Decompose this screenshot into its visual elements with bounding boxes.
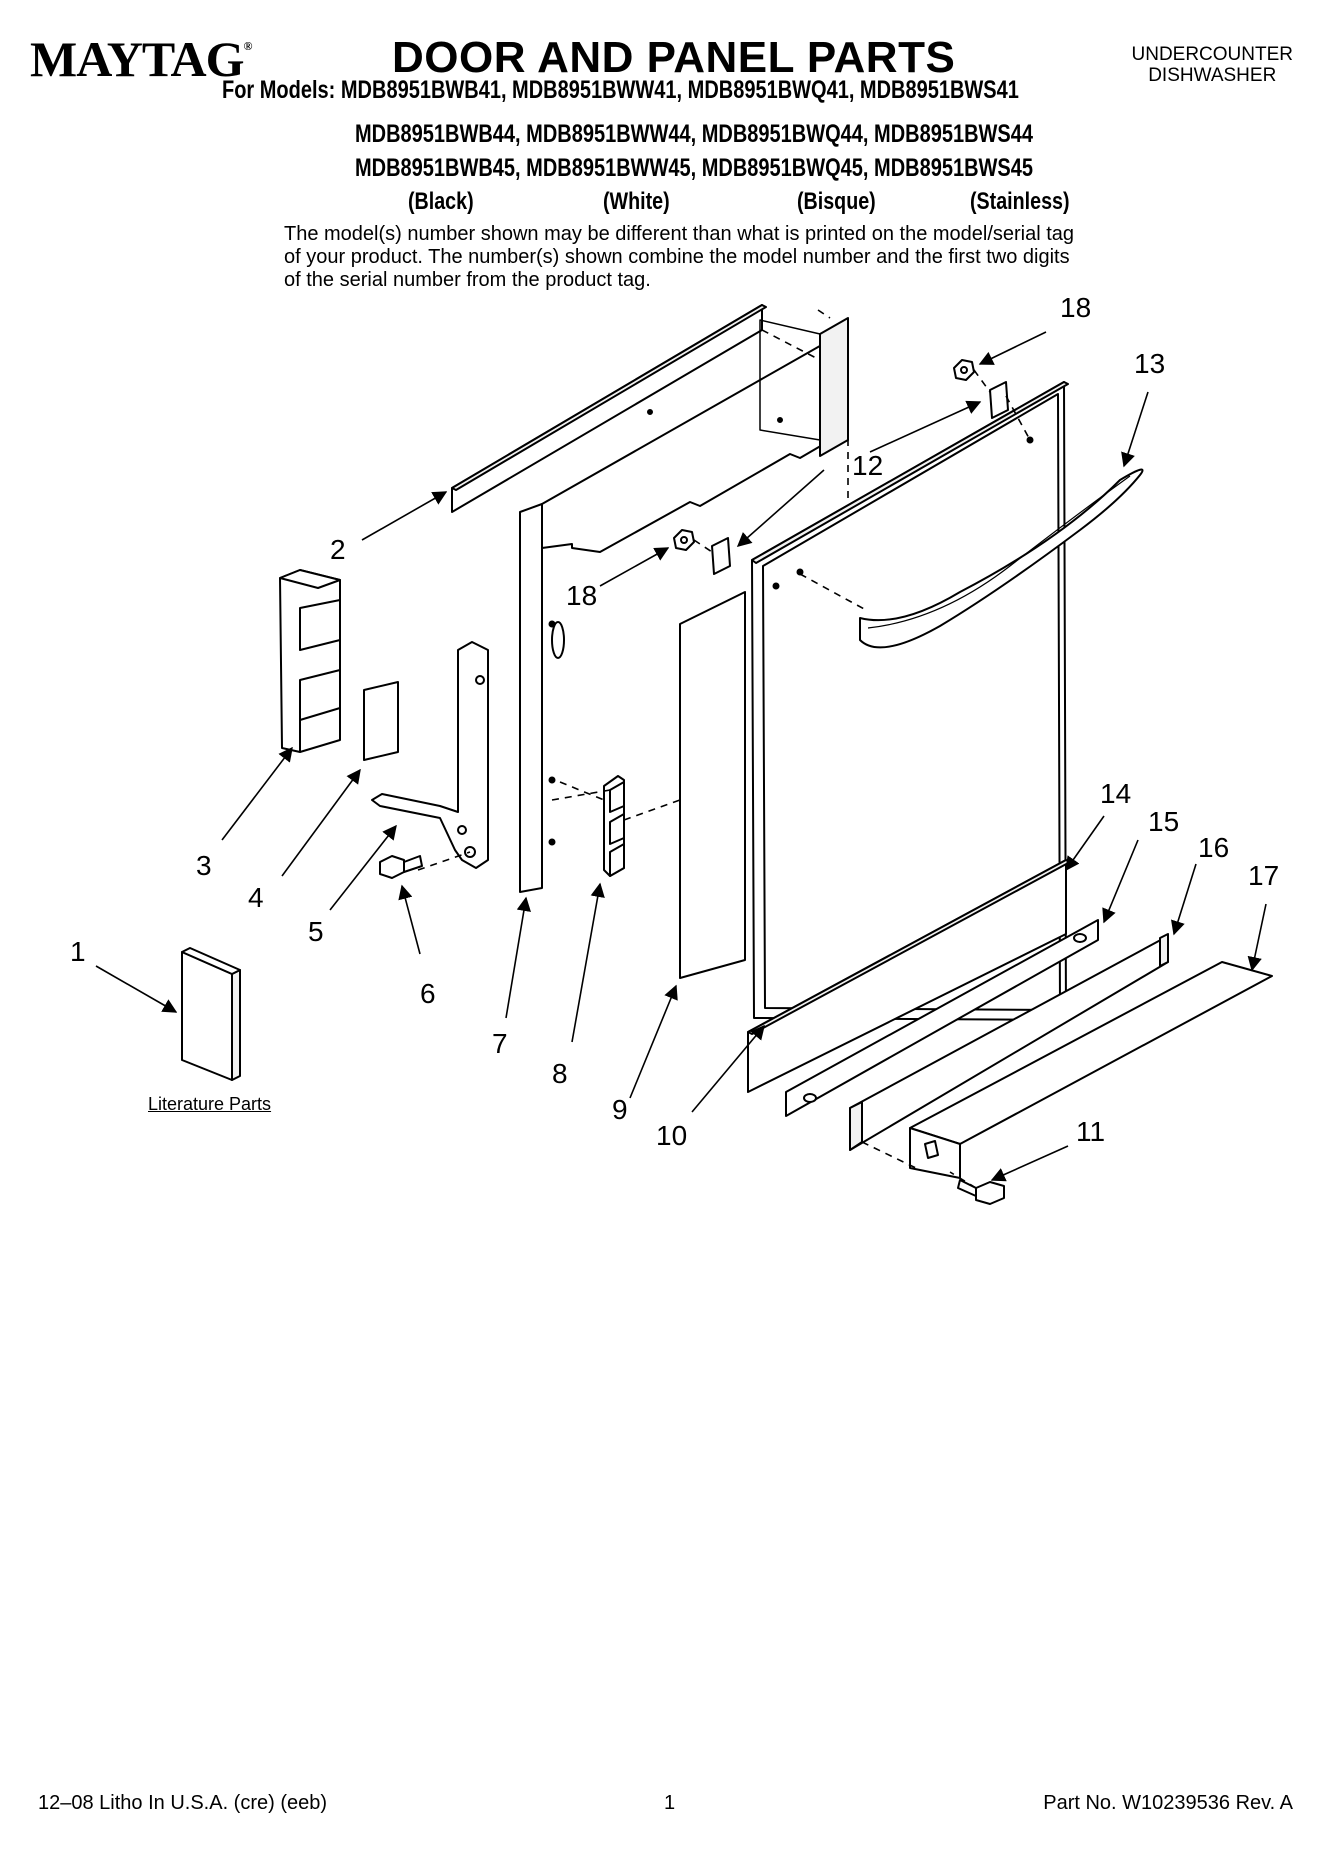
part-4-pad: [363, 681, 399, 761]
part-11-screw: [957, 1179, 1005, 1205]
callout-9: 9: [612, 1094, 628, 1125]
callout-11: 11: [1076, 1116, 1106, 1147]
product-line-2: DISHWASHER: [1148, 65, 1277, 86]
callout-14: 14: [1100, 778, 1132, 809]
brand-logo: MAYTAG®: [30, 31, 252, 87]
part-13-door-handle: [859, 468, 1144, 649]
brand-name: MAYTAG: [30, 31, 244, 87]
color-white: (White): [603, 188, 670, 215]
part-8-hinge-clip: [603, 775, 625, 877]
part-9-liner-panel: [679, 591, 746, 979]
models-row-1: For Models: MDB8951BWB41, MDB8951BWW41, …: [222, 78, 1019, 103]
callout-8: 8: [552, 1058, 568, 1089]
callout-6: 6: [420, 978, 436, 1009]
callout-2: 2: [330, 534, 346, 565]
callout-5: 5: [308, 916, 324, 947]
part-12-bracket-lower: [711, 537, 731, 575]
part-12-bracket-upper: [989, 381, 1009, 419]
model-list-3: MDB8951BWB45, MDB8951BWW45, MDB8951BWQ45…: [355, 154, 1033, 182]
literature-parts-label: Literature Parts: [148, 1094, 272, 1114]
models-prefix: For Models:: [222, 76, 336, 104]
model-list-1: MDB8951BWB41, MDB8951BWW41, MDB8951BWQ41…: [340, 76, 1019, 104]
callout-7: 7: [492, 1028, 508, 1059]
callout-18-lower: 18: [566, 580, 598, 611]
model-list-2: MDB8951BWB44, MDB8951BWW44, MDB8951BWQ44…: [355, 120, 1033, 148]
part-3-insulation-block: [279, 569, 341, 753]
page-title: DOOR AND PANEL PARTS: [392, 33, 956, 82]
color-stainless: (Stainless): [970, 188, 1070, 215]
part-number: Part No. W10239536 Rev. A: [1043, 1792, 1293, 1814]
callout-13: 13: [1134, 348, 1166, 379]
part-18-nut-lower: [673, 529, 695, 551]
callout-17: 17: [1248, 860, 1280, 891]
part-10-front-door-panel: [751, 381, 1069, 1021]
part-7-outer-door-panel: [519, 317, 849, 893]
part-1-literature: [181, 947, 241, 1081]
callout-4: 4: [248, 882, 264, 913]
color-black: (Black): [408, 188, 474, 215]
part-5-hinge-bracket: [371, 641, 489, 869]
color-bisque: (Bisque): [797, 188, 876, 215]
part-6-screw: [379, 855, 423, 879]
callout-16: 16: [1198, 832, 1230, 863]
product-line-1: UNDERCOUNTER: [1131, 44, 1294, 65]
model-number-note: The model(s) number shown may be differe…: [284, 223, 1075, 291]
callout-3: 3: [196, 850, 212, 881]
product-type: UNDERCOUNTER DISHWASHER: [1132, 44, 1294, 86]
callout-1: 1: [70, 936, 86, 967]
part-17-bottom-trim: [909, 961, 1273, 1179]
callout-18-upper: 18: [1060, 292, 1092, 323]
litho-info: 12–08 Litho In U.S.A. (cre) (eeb): [38, 1792, 328, 1814]
leader-arrows: [95, 331, 1267, 1182]
part-15-toe-channel: [785, 919, 1099, 1117]
part-16-kick-plate: [849, 933, 1169, 1151]
callout-10: 10: [656, 1120, 688, 1151]
callout-12: 12: [852, 450, 884, 481]
assembly-lines: [417, 309, 1031, 1189]
part-18-nut-upper: [953, 359, 975, 381]
callout-15: 15: [1148, 806, 1180, 837]
registered-mark: ®: [243, 39, 252, 53]
page-number: 1: [664, 1792, 676, 1814]
